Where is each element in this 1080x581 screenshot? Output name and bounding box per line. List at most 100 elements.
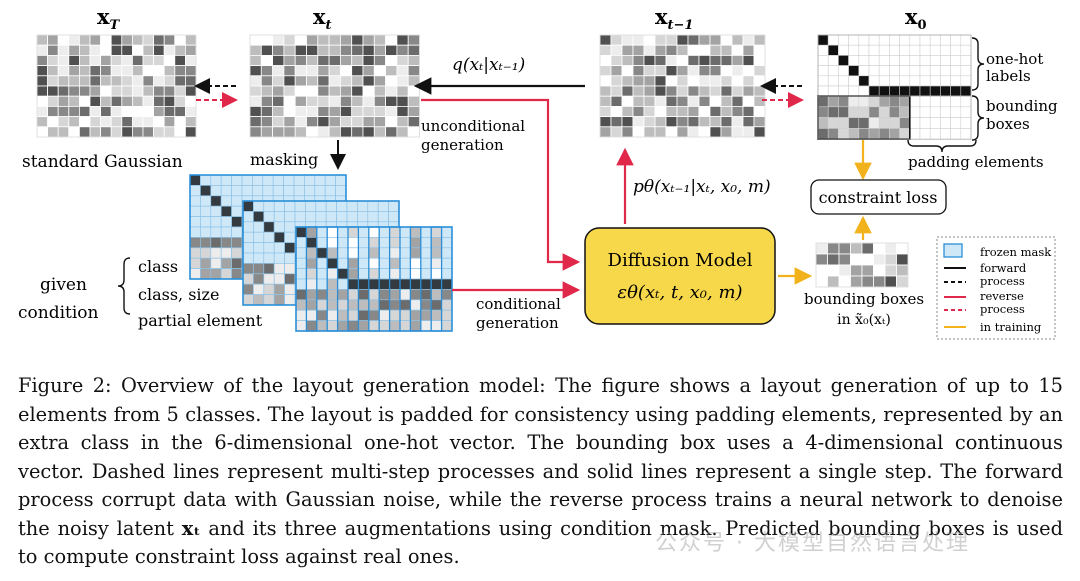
grid-cell (57, 85, 70, 97)
grid-cell (283, 95, 296, 107)
grid-cell (950, 85, 962, 97)
grid-cell (441, 299, 453, 311)
grid-cell (337, 309, 349, 321)
grid-cell (231, 257, 243, 269)
grid-cell (189, 268, 201, 280)
grid-cell (242, 200, 254, 212)
grid-cell (899, 95, 911, 108)
grid-cell (337, 257, 349, 269)
grid-cell (709, 75, 722, 87)
grid-cell (919, 65, 931, 77)
grid-cell (220, 237, 232, 249)
grid-cell (896, 275, 909, 288)
grid-cell (339, 55, 353, 67)
grid-cell (621, 126, 634, 138)
grid-cell (950, 44, 962, 56)
grid-cell (260, 126, 273, 138)
grid-cell (89, 44, 102, 56)
legend-reverse-2: process (980, 302, 1025, 316)
grid-cell (317, 95, 330, 107)
grid-cell (373, 65, 386, 77)
grid-cell (328, 126, 341, 138)
grid-cell (47, 126, 59, 138)
grid-cell (399, 237, 411, 249)
grid-cell (283, 185, 295, 197)
grid-cell (273, 231, 285, 243)
grid-cell (121, 106, 133, 118)
grid-cell (838, 95, 849, 108)
grid-cell (940, 55, 951, 66)
grid-cell (430, 247, 442, 259)
grid-cell (858, 128, 870, 140)
grid-cell (57, 106, 70, 118)
grid-cell (389, 247, 401, 259)
grid-cell (378, 289, 390, 301)
grid-cell (293, 185, 305, 197)
grid-cell (676, 34, 689, 46)
grid-cell (210, 226, 222, 238)
grid-cell (89, 85, 102, 97)
grid-cell (89, 65, 102, 77)
grid-cell (249, 65, 262, 77)
grid-cell (430, 309, 442, 321)
legend-in-training: in training (980, 320, 1042, 334)
grid-cell (919, 117, 931, 129)
grid-cell (698, 34, 711, 46)
grid-cell (861, 264, 874, 277)
grid-cell (929, 95, 941, 108)
grid-cell (306, 44, 319, 56)
label-xT: xT (97, 4, 121, 33)
grid-cell (294, 44, 307, 56)
grid-cell (210, 216, 222, 228)
grid-cell (420, 278, 432, 290)
grid-cell (407, 126, 420, 138)
grid-cell (153, 85, 165, 97)
grid-cell (142, 75, 155, 87)
grid-cell (753, 106, 766, 118)
grid-cell (231, 195, 243, 207)
grid-cell (753, 34, 766, 46)
grid-cell (326, 268, 338, 280)
caption-part-1: Figure 2: Overview of the layout generat… (18, 374, 1063, 540)
grid-cell (731, 44, 744, 56)
grid-cell (260, 75, 273, 87)
grid-cell (362, 44, 375, 56)
grid-cell (632, 75, 645, 87)
grid-cell (838, 242, 851, 255)
grid-cell (827, 264, 840, 277)
grid-cell (889, 95, 900, 108)
grid-cell (698, 126, 711, 138)
grid-cell (687, 126, 700, 138)
grid-cell (57, 75, 70, 87)
grid-cell (940, 65, 951, 77)
grid-cell (306, 257, 318, 269)
grid-cell (317, 34, 330, 46)
grid-cell (377, 200, 389, 212)
grid-cell (89, 95, 102, 107)
grid-cell (838, 253, 851, 266)
grid-cell (47, 95, 59, 107)
grid-cell (79, 106, 91, 118)
grid-cell (441, 320, 453, 332)
grid-cell (273, 211, 285, 223)
grid-cell (174, 106, 186, 118)
grid-cell (316, 268, 328, 280)
grid-cell (878, 65, 890, 77)
grid-cell (174, 95, 186, 107)
grid-cell (441, 268, 453, 280)
grid-cell (817, 95, 972, 140)
grid-cell (131, 95, 144, 107)
grid-cell (599, 126, 612, 138)
grid-cell (326, 237, 338, 249)
grid-cell (373, 55, 386, 67)
grid-cell (306, 268, 318, 280)
grid-cell (163, 106, 176, 118)
grid-cell (399, 299, 411, 311)
grid-cell (351, 116, 364, 128)
grid-cell (89, 126, 102, 138)
grid-cell (753, 44, 766, 56)
grid-cell (858, 65, 870, 77)
grid-cell (919, 55, 931, 66)
grid-cell (68, 34, 80, 46)
grid-cell (362, 55, 375, 67)
